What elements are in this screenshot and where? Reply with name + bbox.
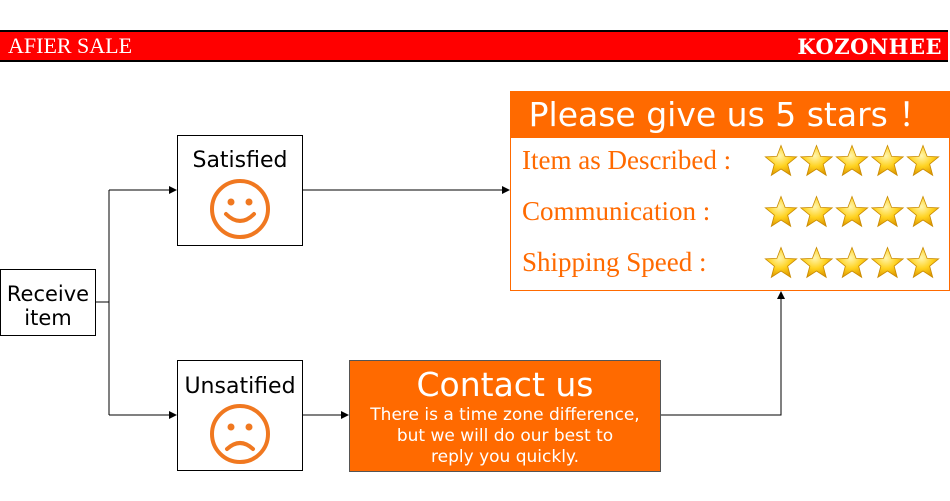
contact-line-1: There is a time zone difference,: [370, 405, 640, 425]
receive-item-label: Receive item: [1, 282, 95, 330]
five-stars-panel: Please give us 5 stars ！ Item as Describ…: [510, 91, 950, 291]
gold-star-icon: [799, 195, 834, 228]
rating-label-communication: Communication :: [522, 196, 711, 226]
gold-star-icon: [835, 144, 869, 177]
arrow-contact-to-stars: [661, 291, 785, 416]
contact-message: There is a time zone difference, but we …: [350, 405, 660, 468]
frowning-face-icon: [210, 404, 270, 464]
gold-star-icon: [799, 144, 834, 177]
rating-stars-communication: [764, 195, 940, 228]
gold-star-icon: [906, 195, 940, 228]
gold-star-icon: [764, 246, 798, 279]
rating-stars-shipping-speed: [764, 246, 940, 279]
gold-star-icon: [764, 144, 798, 177]
gold-star-icon: [870, 144, 905, 177]
gold-star-icon: [906, 246, 940, 279]
gold-star-icon: [906, 144, 940, 177]
after-sale-banner: AFIER SALE KOZONHEE: [0, 30, 948, 62]
contact-us-box: Contact us There is a time zone differen…: [349, 360, 661, 472]
rating-stars-item-described: [764, 144, 940, 177]
gold-star-icon: [764, 195, 798, 228]
satisfied-label: Satisfied: [192, 148, 288, 173]
contact-title: Contact us: [416, 365, 594, 404]
receive-item-node: Receive item: [0, 269, 96, 336]
gold-star-icon: [835, 195, 869, 228]
gold-star-icon: [835, 246, 869, 279]
gold-star-icon: [870, 246, 905, 279]
banner-title: AFIER SALE: [8, 33, 133, 58]
rating-label-item-described: Item as Described :: [522, 145, 732, 175]
rating-label-shipping-speed: Shipping Speed :: [522, 247, 707, 277]
contact-line-2: but we will do our best to: [396, 426, 614, 446]
rating-row-communication: Communication :: [511, 194, 949, 234]
unsatisfied-node: Unsatified: [177, 360, 303, 471]
brand-name: KOZONHEE: [797, 34, 942, 59]
unsatisfied-label: Unsatified: [184, 374, 296, 399]
contact-line-3: reply you quickly.: [431, 447, 579, 467]
receive-label-line-2: item: [24, 306, 72, 330]
rating-row-item-described: Item as Described :: [511, 143, 949, 183]
smiling-face-icon: [210, 179, 270, 239]
receive-label-line-1: Receive: [6, 282, 90, 306]
gold-star-icon: [870, 195, 905, 228]
rating-row-shipping-speed: Shipping Speed :: [511, 245, 949, 285]
stars-header: Please give us 5 stars ！: [511, 92, 949, 138]
satisfied-node: Satisfied: [177, 135, 303, 246]
gold-star-icon: [799, 246, 834, 279]
